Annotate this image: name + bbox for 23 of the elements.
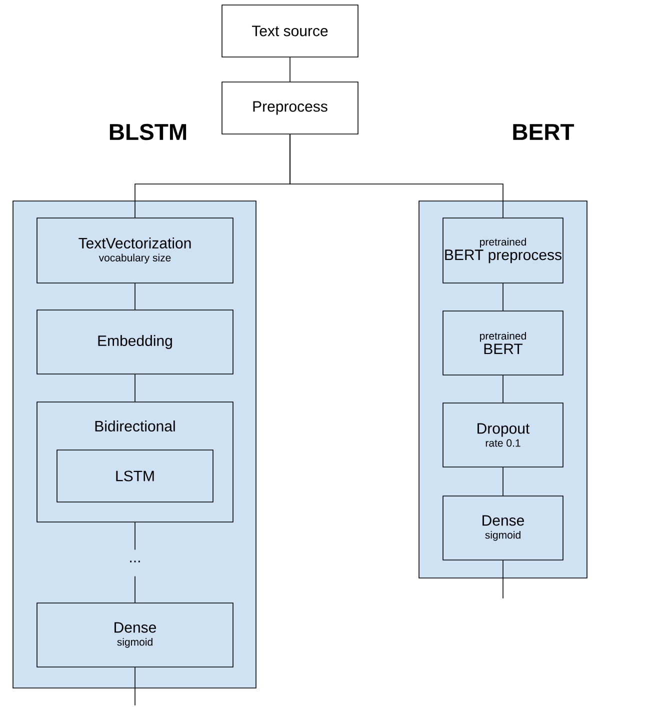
- layer-box: pretrained BERT preprocess: [442, 218, 564, 284]
- connector-line: [502, 283, 504, 311]
- layer-box: Dense sigmoid: [442, 496, 564, 560]
- connector-line: [502, 560, 504, 599]
- layer-box: LSTM: [56, 450, 214, 502]
- panel-heading: BLSTM: [110, 124, 186, 140]
- ellipsis-text: ...: [130, 560, 140, 562]
- layer-box: Text source: [222, 4, 358, 58]
- layer-box: TextVectorization vocabulary size: [36, 218, 234, 284]
- connector-line: [134, 374, 136, 402]
- connector-line: [134, 576, 136, 603]
- connector-line: [502, 375, 504, 403]
- connector-line: [134, 522, 136, 550]
- connector-line: [290, 134, 504, 218]
- layer-box: Preprocess: [222, 82, 358, 134]
- connector-line: [134, 667, 136, 706]
- layer-box: pretrained BERT: [442, 310, 564, 376]
- connector-line: [134, 283, 136, 310]
- connector-line: [502, 467, 504, 496]
- layer-box: Dense sigmoid: [36, 602, 234, 668]
- layer-box: Dropout rate 0.1: [442, 402, 564, 468]
- panel-heading: BERT: [513, 124, 574, 140]
- layer-box: Embedding: [36, 310, 234, 374]
